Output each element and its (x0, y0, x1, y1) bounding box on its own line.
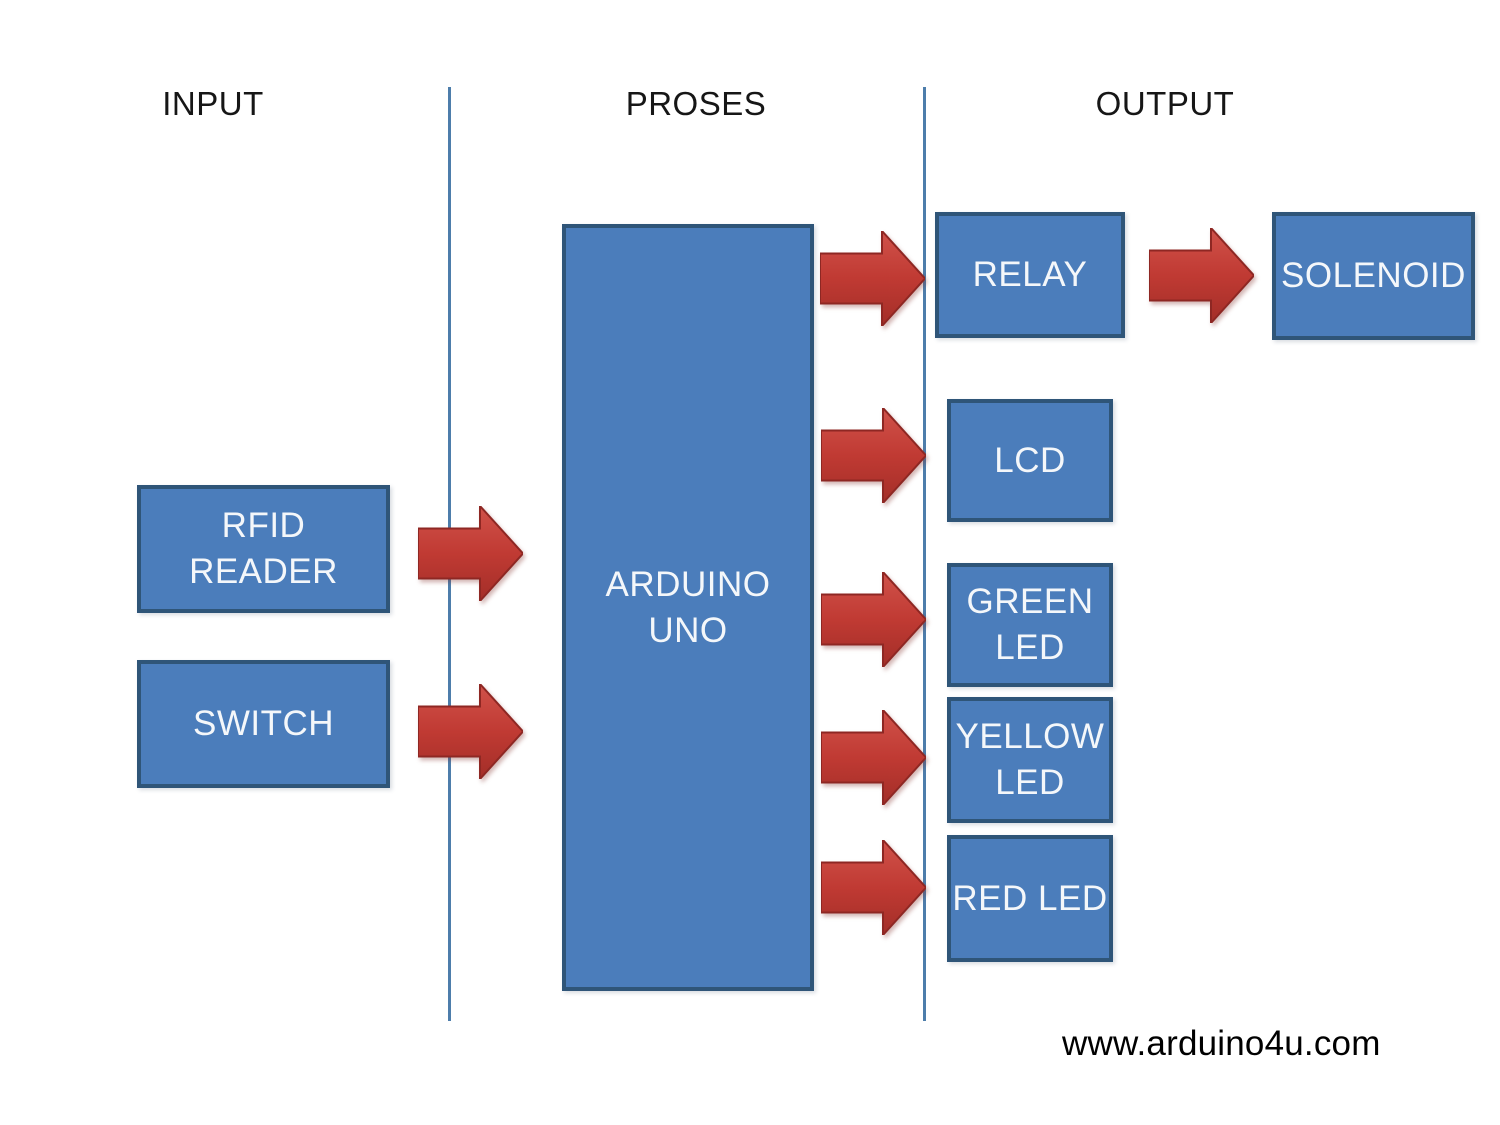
node-relay: RELAY (935, 212, 1125, 338)
node-red-led: RED LED (947, 835, 1113, 962)
node-label: SOLENOID (1281, 256, 1466, 295)
node-label: LCD (994, 440, 1066, 480)
node-label: READER (189, 552, 338, 591)
node-label: ARDUINO (605, 564, 771, 604)
node-label: RELAY (972, 255, 1088, 294)
arrow-relay-to-solenoid (1149, 228, 1254, 323)
node-label: UNO (648, 610, 728, 650)
node-green-led: GREEN LED (947, 563, 1113, 687)
node-yellow-led: YELLOW LED (947, 697, 1113, 823)
node-rfid-reader: RFID READER (137, 485, 390, 613)
node-switch: SWITCH (137, 660, 390, 788)
node-label: GREEN (966, 582, 1094, 621)
node-label: SWITCH (192, 704, 335, 743)
arrow-arduino-to-yellow-led (821, 710, 926, 805)
node-arduino-uno: ARDUINO UNO (562, 224, 814, 991)
node-solenoid: SOLENOID (1272, 212, 1475, 340)
node-label: RED LED (952, 878, 1108, 918)
node-label: LED (995, 763, 1065, 802)
arrow-rfid-to-arduino (418, 506, 523, 601)
arrow-arduino-to-red-led (821, 840, 926, 935)
arrow-arduino-to-green-led (821, 572, 926, 667)
node-lcd: LCD (947, 399, 1113, 522)
arrow-arduino-to-relay (820, 231, 925, 326)
arrow-arduino-to-lcd (821, 408, 926, 503)
website-caption: www.arduino4u.com (1062, 1024, 1381, 1063)
node-label: LED (995, 628, 1065, 667)
column-header-proses: PROSES (625, 85, 767, 122)
node-label: RFID (221, 506, 306, 545)
divider-proses-output (923, 87, 926, 1021)
column-header-input: INPUT (162, 85, 264, 122)
node-label: YELLOW (955, 717, 1105, 756)
arrow-switch-to-arduino (418, 684, 523, 779)
column-header-output: OUTPUT (1095, 85, 1235, 122)
